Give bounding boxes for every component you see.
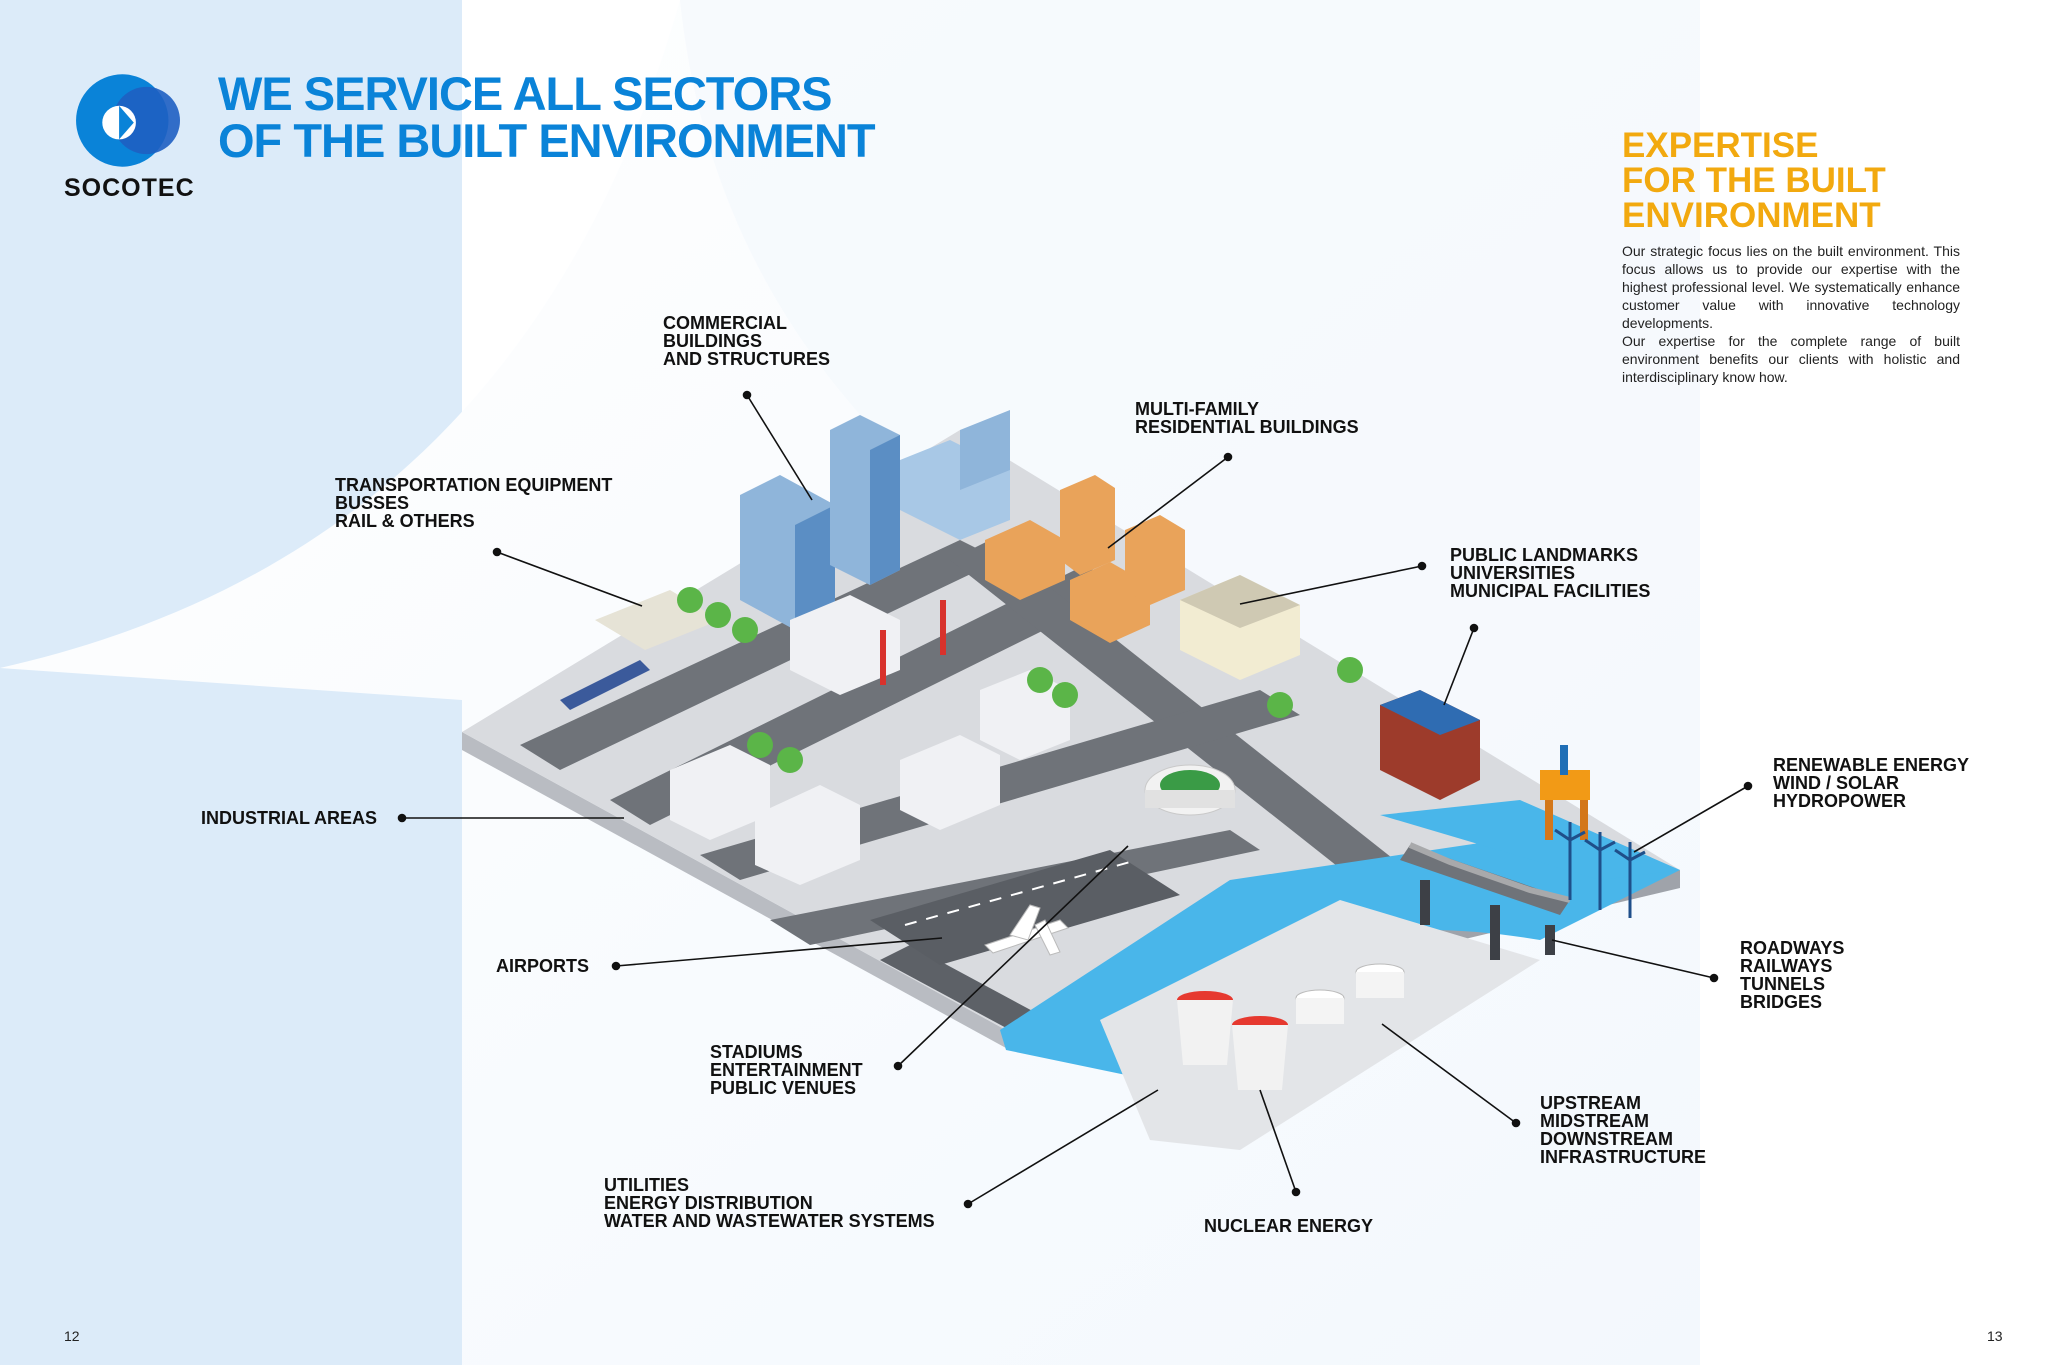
expertise-heading-line-2: FOR THE BUILT	[1622, 161, 1886, 200]
label-nuclear: NUCLEAR ENERGY	[1204, 1217, 1373, 1235]
residential-buildings	[985, 475, 1185, 643]
label-renewable-line-1: RENEWABLE ENERGY	[1773, 755, 1970, 775]
label-transport-line-1: TRANSPORTATION EQUIPMENT	[335, 475, 613, 495]
factories	[670, 595, 1070, 885]
label-industrial: INDUSTRIAL AREAS	[201, 809, 377, 827]
page-number-left: 12	[64, 1328, 80, 1344]
label-roadways-line-4: BRIDGES	[1740, 992, 1823, 1012]
label-stadiums: STADIUMS ENTERTAINMENT PUBLIC VENUES	[710, 1043, 863, 1097]
label-stadiums-line-1: STADIUMS	[710, 1042, 803, 1062]
label-transport-line-2: BUSSES	[335, 493, 410, 513]
stadium	[1144, 764, 1236, 816]
label-commercial-line-2: BUILDINGS	[663, 331, 762, 351]
label-airports: AIRPORTS	[496, 957, 589, 975]
leader-lines	[397, 390, 1753, 1209]
label-upstream-line-2: MIDSTREAM	[1540, 1111, 1649, 1131]
label-transportation: TRANSPORTATION EQUIPMENT BUSSES RAIL & O…	[335, 476, 612, 530]
label-upstream-line-4: INFRASTRUCTURE	[1540, 1147, 1706, 1167]
label-multifamily-line-2: RESIDENTIAL BUILDINGS	[1135, 417, 1359, 437]
label-industrial-line-1: INDUSTRIAL AREAS	[201, 808, 378, 828]
label-stadiums-line-2: ENTERTAINMENT	[710, 1060, 863, 1080]
page-title-line-1: WE SERVICE ALL SECTORS	[218, 67, 832, 120]
label-landmarks: PUBLIC LANDMARKS UNIVERSITIES MUNICIPAL …	[1450, 546, 1650, 600]
label-commercial: COMMERCIAL BUILDINGS AND STRUCTURES	[663, 314, 830, 368]
expertise-body: Our strategic focus lies on the built en…	[1622, 242, 1960, 386]
page-number-right: 13	[1987, 1328, 2003, 1344]
landmark-building	[1180, 575, 1300, 680]
commercial-towers	[740, 410, 1010, 630]
label-commercial-line-1: COMMERCIAL	[663, 313, 787, 333]
label-utilities-line-1: UTILITIES	[604, 1175, 689, 1195]
logo-wordmark: SOCOTEC	[64, 174, 195, 202]
label-multifamily: MULTI-FAMILY RESIDENTIAL BUILDINGS	[1135, 400, 1359, 436]
expertise-heading-line-1: EXPERTISE	[1622, 126, 1819, 165]
label-stadiums-line-3: PUBLIC VENUES	[710, 1078, 857, 1098]
label-utilities-line-2: ENERGY DISTRIBUTION	[604, 1193, 813, 1213]
socotec-logo-icon	[76, 74, 180, 167]
label-roadways-line-3: TUNNELS	[1740, 974, 1825, 994]
page-title-line-2: OF THE BUILT ENVIRONMENT	[218, 114, 876, 167]
label-renewable-line-3: HYDROPOWER	[1773, 791, 1907, 811]
label-roadways-line-1: ROADWAYS	[1740, 938, 1845, 958]
trees	[677, 587, 1363, 773]
label-roadways: ROADWAYS RAILWAYS TUNNELS BRIDGES	[1740, 939, 1844, 1011]
label-landmarks-line-3: MUNICIPAL FACILITIES	[1450, 581, 1651, 601]
label-upstream: UPSTREAM MIDSTREAM DOWNSTREAM INFRASTRUC…	[1540, 1094, 1706, 1166]
page-title: WE SERVICE ALL SECTORS OF THE BUILT ENVI…	[218, 67, 876, 167]
label-upstream-line-1: UPSTREAM	[1540, 1093, 1642, 1113]
expertise-paragraph-2: Our expertise for the complete range of …	[1622, 333, 1960, 385]
label-transport-line-3: RAIL & OTHERS	[335, 511, 475, 531]
expertise-paragraph-1: Our strategic focus lies on the built en…	[1622, 243, 1960, 331]
label-renewable-line-2: WIND / SOLAR	[1773, 773, 1899, 793]
label-multifamily-line-1: MULTI-FAMILY	[1135, 399, 1259, 419]
runway	[870, 850, 1180, 965]
offshore-platform	[1540, 745, 1590, 840]
bridge	[1400, 842, 1571, 960]
label-utilities-line-3: WATER AND WASTEWATER SYSTEMS	[604, 1211, 935, 1231]
label-upstream-line-3: DOWNSTREAM	[1540, 1129, 1673, 1149]
label-landmarks-line-1: PUBLIC LANDMARKS	[1450, 545, 1638, 565]
power-plant-area	[1100, 900, 1540, 1150]
label-landmarks-line-2: UNIVERSITIES	[1450, 563, 1576, 583]
expertise-heading-line-3: ENVIRONMENT	[1622, 196, 1881, 235]
label-airports-line-1: AIRPORTS	[496, 956, 590, 976]
label-utilities: UTILITIES ENERGY DISTRIBUTION WATER AND …	[604, 1176, 935, 1230]
wind-turbines	[1554, 822, 1646, 918]
label-renewable: RENEWABLE ENERGY WIND / SOLAR HYDROPOWER	[1773, 756, 1969, 810]
label-commercial-line-3: AND STRUCTURES	[663, 349, 831, 369]
label-nuclear-line-1: NUCLEAR ENERGY	[1204, 1216, 1374, 1236]
expertise-heading: EXPERTISE FOR THE BUILT ENVIRONMENT	[1622, 128, 1886, 233]
university-building	[1380, 690, 1480, 800]
label-roadways-line-2: RAILWAYS	[1740, 956, 1833, 976]
